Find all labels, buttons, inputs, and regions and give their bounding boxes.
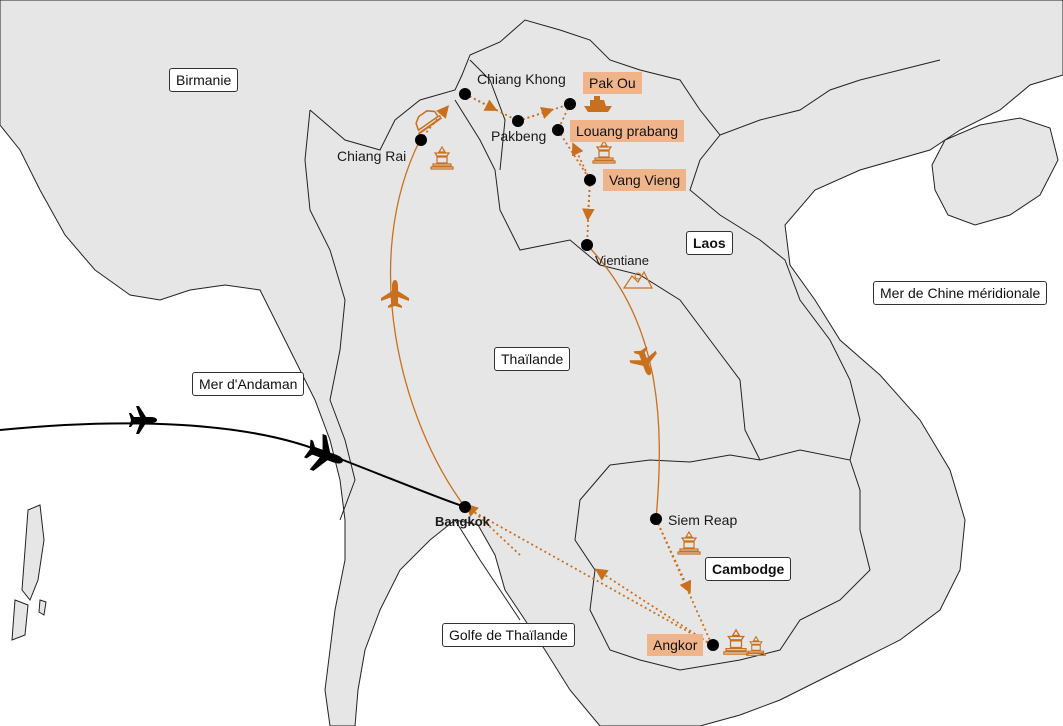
city-dot-angkor: [707, 639, 719, 651]
region-label-birmanie: Birmanie: [169, 68, 239, 92]
overland-route: [419, 93, 713, 646]
boat-icon: [584, 96, 612, 112]
city-dot-vang-vieng: [584, 174, 596, 186]
place-label-louang-prabang: Louang prabang: [570, 120, 684, 142]
city-dot-louang-prabang: [552, 124, 564, 136]
place-label-vientiane: Vientiane: [595, 253, 649, 268]
place-label-bangkok: Bangkok: [435, 514, 490, 529]
place-label-siem-reap: Siem Reap: [668, 512, 738, 528]
flight-path-vientiane-siemreap: [586, 244, 660, 520]
region-label-laos: Laos: [686, 231, 733, 255]
city-dot-bangkok: [459, 501, 471, 513]
car-icon: [415, 110, 443, 135]
city-dot-pakbeng: [512, 115, 524, 127]
hainan-island: [931, 117, 1059, 226]
andaman-islands: [11, 504, 47, 641]
city-dot-chiang-rai: [415, 134, 427, 146]
region-label-golfe-thailande: Golfe de Thaïlande: [442, 623, 575, 647]
region-label-cambodge: Cambodge: [705, 557, 792, 581]
place-label-pak-ou: Pak Ou: [583, 72, 642, 94]
city-dot-chiang-khong: [459, 88, 471, 100]
city-dot-siem-reap: [650, 513, 662, 525]
region-label-mer-chine: Mer de Chine méridionale: [873, 281, 1048, 305]
flight-path-bangkok-chiangrai: [389, 139, 466, 508]
country-borders: [304, 19, 941, 671]
international-flight-path: [0, 422, 466, 508]
place-label-angkor: Angkor: [647, 634, 704, 656]
place-label-chiang-khong: Chiang Khong: [477, 71, 566, 87]
city-dot-pak-ou: [564, 98, 576, 110]
region-label-mer-andaman: Mer d'Andaman: [192, 372, 305, 396]
city-dot-vientiane: [581, 239, 593, 251]
region-label-thailande: Thaïlande: [494, 347, 571, 371]
city-markers: [415, 88, 719, 651]
place-label-vang-vieng: Vang Vieng: [603, 169, 687, 191]
place-label-chiang-rai: Chiang Rai: [337, 148, 407, 164]
mountain-icon: [622, 270, 653, 289]
place-label-pakbeng: Pakbeng: [491, 128, 547, 144]
